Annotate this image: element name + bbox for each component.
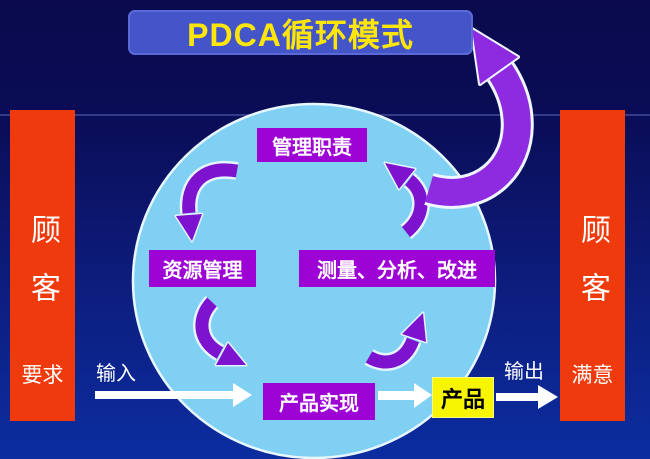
output-label: 输出 (504, 361, 544, 383)
input-arrow-icon (95, 383, 252, 407)
customer-label-left: 顾客 (26, 214, 59, 330)
input-label: 输入 (96, 363, 136, 385)
title-banner: PDCA循环模式 (128, 10, 473, 55)
page-title: PDCA循环模式 (187, 16, 414, 53)
box-management-responsibility: 管理职责 (257, 128, 367, 162)
customer-bar-left: 顾客 要求 (10, 110, 75, 421)
output-arrow-icon (496, 385, 558, 409)
cycle-arrow-top-right-icon (383, 161, 430, 240)
requirements-label: 要求 (21, 364, 64, 387)
cycle-arrow-bottom-left-icon (192, 295, 248, 367)
realization-to-product-arrow-icon (378, 383, 432, 408)
box-measurement-analysis-improvement: 测量、分析、改进 (299, 250, 495, 287)
cycle-arrow-bottom-right-icon (364, 311, 428, 371)
product-box: 产品 (432, 377, 494, 418)
satisfaction-label: 满意 (571, 364, 614, 387)
cycle-arrow-top-left-icon (174, 160, 239, 243)
customer-bar-right: 顾客 满意 (560, 110, 625, 421)
box-resource-management: 资源管理 (149, 250, 256, 287)
customer-label-right: 顾客 (576, 214, 609, 330)
box-product-realization: 产品实现 (263, 383, 375, 420)
big-feedback-arrow-icon (424, 27, 534, 209)
